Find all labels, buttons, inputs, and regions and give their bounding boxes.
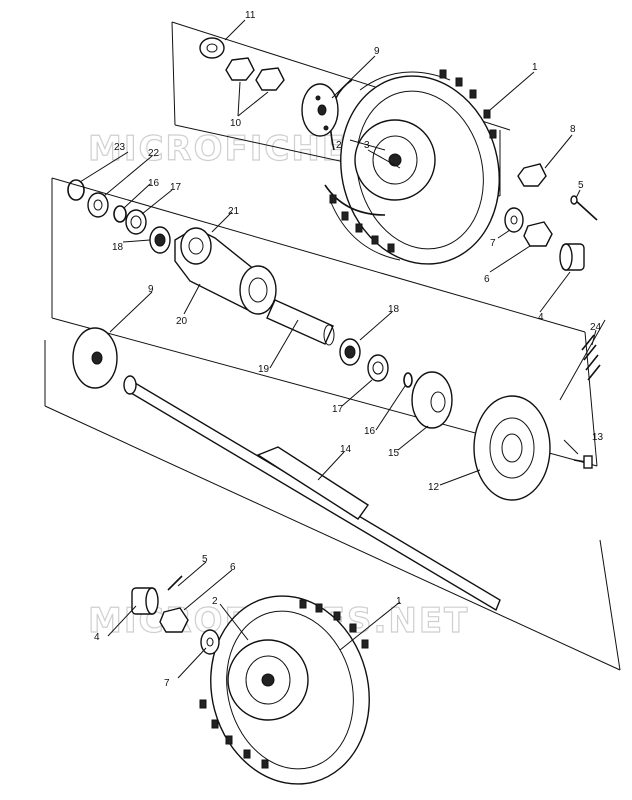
callout-16-mid: 16 xyxy=(364,426,376,437)
top-washer xyxy=(199,37,225,59)
top-washer-7 xyxy=(504,207,524,233)
callout-2-bot: 2 xyxy=(212,596,218,607)
bottom-cap-4 xyxy=(131,587,159,615)
callout-1-bot: 1 xyxy=(396,596,402,607)
sprocket-12 xyxy=(473,395,551,501)
callout-6-bot: 6 xyxy=(230,562,236,573)
callout-12: 12 xyxy=(428,482,440,493)
top-hub-plate xyxy=(301,83,339,137)
callout-13: 13 xyxy=(592,432,604,443)
callout-14: 14 xyxy=(340,444,352,455)
callout-20: 20 xyxy=(176,316,188,327)
callout-2-top: 2 xyxy=(336,140,342,151)
callout-23: 23 xyxy=(114,142,126,153)
top-rim xyxy=(354,119,436,201)
seal-23 xyxy=(67,179,85,201)
bottom-rim xyxy=(227,639,309,721)
callout-18-top: 18 xyxy=(112,242,124,253)
bearing-17-mid xyxy=(367,354,389,382)
callout-1-top: 1 xyxy=(532,62,538,73)
callout-7-top: 7 xyxy=(490,238,496,249)
callout-4-top: 4 xyxy=(538,312,544,323)
spring-24 xyxy=(559,319,606,401)
top-castle-nut-6 xyxy=(523,221,553,247)
seal-18-mid xyxy=(339,338,361,366)
callout-6-top: 6 xyxy=(484,274,490,285)
leader-lines xyxy=(79,19,597,679)
top-cap-4 xyxy=(559,243,585,271)
callout-3-top: 3 xyxy=(364,140,370,151)
seal-18-top xyxy=(149,226,171,254)
callout-21: 21 xyxy=(228,206,240,217)
hub-housing-21 xyxy=(174,227,277,315)
callout-5-top: 5 xyxy=(578,180,584,191)
top-nuts xyxy=(225,57,285,91)
ring-16-top xyxy=(113,205,127,223)
bottom-cotter-pin-5 xyxy=(167,575,183,591)
top-nut-8 xyxy=(517,163,547,187)
callout-9-mid: 9 xyxy=(148,284,154,295)
callout-4-bot: 4 xyxy=(94,632,100,643)
callout-22: 22 xyxy=(148,148,160,159)
bolt-13 xyxy=(573,455,593,469)
callout-17-top: 17 xyxy=(170,182,182,193)
callout-labels: 11 9 1 10 2 3 8 5 7 6 4 23 22 16 17 18 2… xyxy=(94,10,604,689)
ring-16-mid xyxy=(403,372,413,388)
callout-9-top: 9 xyxy=(374,46,380,57)
sprocket-hub-15 xyxy=(411,371,453,429)
callout-8: 8 xyxy=(570,124,576,135)
callout-16-top: 16 xyxy=(148,178,160,189)
top-cotter-pin-5 xyxy=(570,195,598,221)
callout-7-bot: 7 xyxy=(164,678,170,689)
callout-11: 11 xyxy=(245,10,256,21)
bearing-17-top xyxy=(125,209,147,235)
callout-18-mid: 18 xyxy=(388,304,400,315)
callout-15: 15 xyxy=(388,448,400,459)
callout-24: 24 xyxy=(590,322,602,333)
spacer-22 xyxy=(87,192,109,218)
callout-19: 19 xyxy=(258,364,270,375)
axle-frame xyxy=(44,340,621,671)
spacer-tube-19 xyxy=(266,299,335,346)
callout-10: 10 xyxy=(230,118,242,129)
bottom-castle-nut-6 xyxy=(159,607,189,633)
axle-hub-plate-9 xyxy=(72,327,118,389)
axle-shaft-14 xyxy=(123,375,501,612)
callout-17-mid: 17 xyxy=(332,404,344,415)
callout-5-bot: 5 xyxy=(202,554,208,565)
